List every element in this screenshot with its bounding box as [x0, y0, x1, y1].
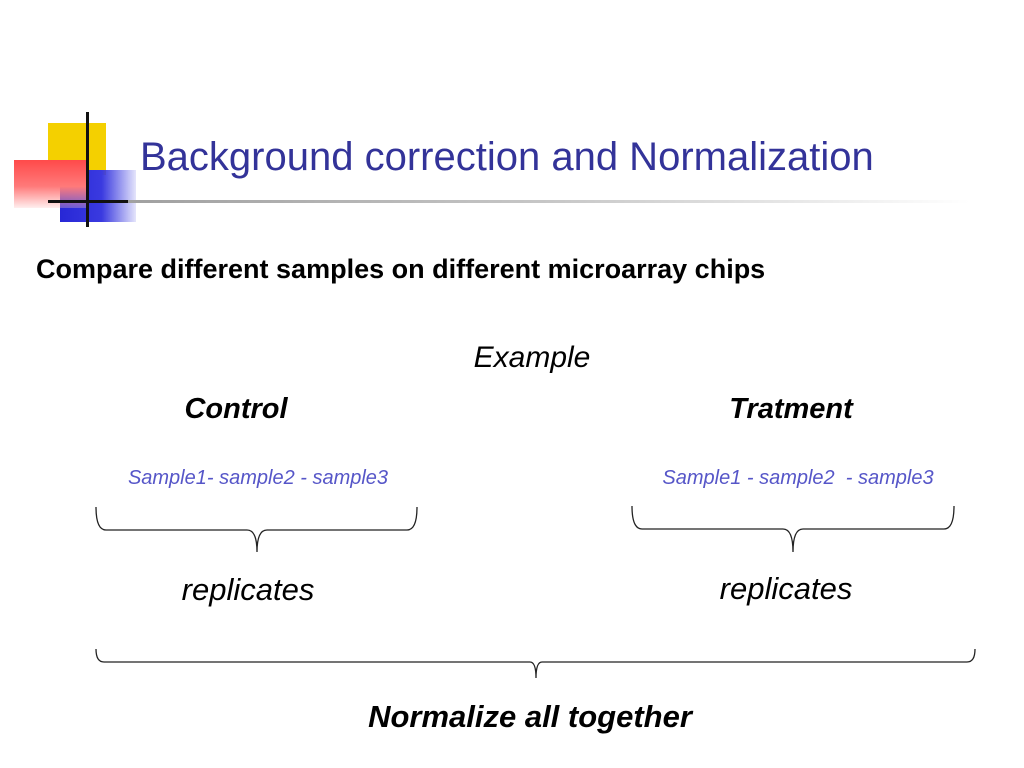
normalize-all-brace	[95, 648, 976, 679]
control-samples-text: Sample1- sample2 - sample3	[127, 467, 389, 489]
control-group-title: Control	[184, 393, 288, 425]
normalize-all-label: Normalize all together	[368, 699, 692, 734]
treatment-replicates-label: replicates	[719, 571, 853, 606]
treatment-group-title: Tratment	[729, 393, 853, 425]
logo-horizontal-line	[48, 200, 128, 203]
treatment-replicates-brace	[631, 505, 955, 553]
control-replicates-brace	[95, 506, 418, 553]
slide-title: Background correction and Normalization	[140, 135, 874, 179]
title-underline-rule	[60, 200, 970, 203]
slide-subtitle: Compare different samples on different m…	[36, 254, 766, 284]
logo-vertical-line	[86, 112, 89, 227]
treatment-samples-text: Sample1 - sample2 - sample3	[662, 467, 934, 489]
control-replicates-label: replicates	[181, 572, 315, 607]
example-label: Example	[473, 341, 591, 374]
